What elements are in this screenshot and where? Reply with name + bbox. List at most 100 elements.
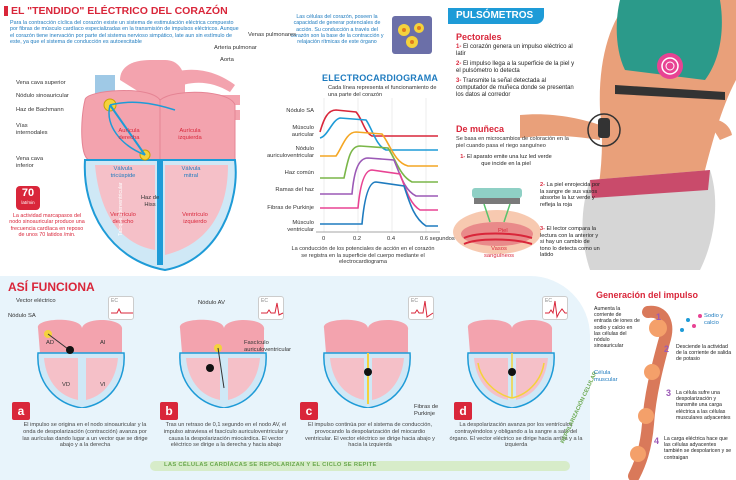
label-vector: Vector eléctrico: [16, 298, 56, 304]
pectorales-num-2: 2-: [456, 61, 462, 67]
label-valvula-tricuspide: Válvula tricúspide: [110, 166, 136, 179]
mini-heart-a: [37, 319, 125, 408]
label-ventriculo-derecho: Ventrículo derecho: [110, 212, 136, 225]
label-vi: VI: [100, 382, 106, 388]
ecg-row-sa: Nódulo SA: [286, 108, 314, 114]
ecg-row-ramas: Ramas del haz: [275, 187, 314, 193]
gen-badge-2: 2: [664, 344, 670, 354]
step-a-text: El impulso se origina en el nodo sinoaur…: [22, 422, 148, 449]
label-arteria-pulmonar: Arteria pulmonar: [214, 45, 257, 51]
label-vena-cava-superior: Vena cava superior: [16, 80, 66, 86]
step-c-letter: c: [300, 402, 318, 420]
step-c-text: El impulso continúa por el sistema de co…: [305, 422, 435, 449]
muneca-item-3: 3- El lector compara la lectura con la a…: [540, 226, 600, 259]
ecg-row-haz-comun: Haz común: [284, 170, 314, 176]
gen-badge-1: 1: [656, 312, 662, 322]
muneca-num-3: 3-: [540, 226, 545, 232]
ecg-trace-ventricular: [320, 181, 438, 227]
label-valvula-mitral: Válvula mitral: [181, 166, 201, 179]
label-ai: AI: [100, 340, 106, 346]
label-fibras: Fibras de Purkinje: [414, 404, 439, 417]
ecg-row-auricular: Músculo auricular: [291, 125, 314, 138]
label-nodulo-sa: Nódulo SA: [8, 313, 36, 319]
gen-badge-4: 4: [654, 436, 660, 446]
ecg-trace-haz: [320, 145, 438, 183]
label-aorta: Aorta: [220, 57, 234, 63]
ec-label-d: EC: [545, 298, 552, 304]
pulse-title-bar: PULSÓMETROS: [448, 8, 544, 24]
label-nodulo-sinoauricular: Nódulo sinoauricular: [16, 93, 69, 99]
ecg-title: ELECTROCARDIOGRAMA: [322, 73, 439, 83]
label-venas-pulmonares: Venas pulmonares: [248, 32, 297, 38]
muneca-heading: De muñeca: [456, 124, 505, 134]
ec-label-b: EC: [261, 298, 268, 304]
pectorales-num-1: 1-: [456, 44, 462, 50]
pectorales-item-2: 2- El impulso llega a la superficie de l…: [456, 61, 576, 75]
ecg-trace-purkinje: [320, 169, 438, 211]
ecg-tick-04: 0.4: [387, 236, 396, 242]
label-vasos: Vasos sanguíneos: [484, 246, 514, 259]
label-nodulo-av: Nódulo AV: [198, 300, 225, 306]
asi-title: ASÍ FUNCIONA: [8, 280, 95, 294]
muneca-text-3: El lector compara la lectura con la ante…: [540, 226, 600, 259]
muneca-desc: Se basa en microcambios de coloración en…: [456, 136, 569, 149]
label-fasciculo: Fascículo auriculoventricular: [244, 340, 292, 353]
gen-text-3: La célula sufre una despolarización y tr…: [676, 390, 731, 421]
ecg-trace-sa: [319, 109, 438, 137]
step-b-letter: b: [160, 402, 178, 420]
gen-text-1: Aumenta la corriente de entrada de iones…: [594, 306, 640, 350]
cells-note-text: Las células del corazón, poseen la capac…: [290, 14, 384, 46]
repol-bottom-text: LAS CÉLULAS CARDÍACAS SE REPOLARIZAN Y E…: [164, 462, 377, 468]
label-ad: AD: [46, 340, 55, 346]
gen-badge-3: 3: [666, 388, 672, 398]
pectorales-num-3: 3-: [456, 78, 462, 84]
pectorales-item-3: 3- Transmite la señal detectada al compu…: [456, 78, 576, 99]
step-d-letter: d: [454, 402, 472, 420]
title-accent: [4, 6, 8, 16]
label-auricula-derecha: Aurícula derecha: [118, 128, 140, 141]
runner-figure: [520, 0, 736, 270]
label-celula: Célula muscular: [594, 370, 618, 383]
gen-text-4: La carga eléctrica hace que las células …: [664, 436, 732, 461]
pectorales-list: 1- El corazón genera un impulso eléctric…: [456, 44, 576, 99]
heart-diagram: [81, 60, 240, 272]
label-piel: Piel: [498, 228, 508, 234]
ecg-tick-02: 0.2: [353, 236, 362, 242]
label-auricula-izquierda: Aurícula izquierda: [178, 128, 202, 141]
ec-graph-d: EC: [542, 296, 568, 320]
gen-text-2: Desciende la actividad de la corriente d…: [676, 344, 732, 363]
cell-chain-graphic: [628, 305, 702, 480]
ecg-desc: Cada línea representa el funcionamiento …: [328, 85, 437, 98]
heart-rate-badge: 70 lat/min: [16, 186, 40, 210]
ecg-trace-ramas: [320, 157, 438, 197]
label-ventriculo-izquierdo: Ventrículo izquierdo: [182, 212, 208, 225]
label-vias-internodales: Vías internodales: [16, 123, 48, 136]
ecg-row-av: Nódulo auriculoventricular: [266, 146, 314, 159]
cells-graphic-icon: [398, 23, 424, 48]
label-haz-his: Haz de Hiss: [140, 195, 160, 208]
gen-item-1: 1Aumenta la corriente de entrada de ione…: [594, 306, 640, 349]
step-a-letter: a: [12, 402, 30, 420]
mini-heart-b: [179, 319, 267, 408]
pectorales-text-3: Transmite la señal detectada al computad…: [456, 78, 574, 98]
page-title: EL "TENDIDO" ELÉCTRICO DEL CORAZÓN: [11, 5, 228, 17]
ecg-trace-auricular: [319, 117, 438, 151]
label-tabique: Tabique interventricular: [118, 182, 124, 236]
ec-label-a: EC: [111, 298, 118, 304]
cell-icon: [392, 16, 432, 54]
step-d-text: La despolarización avanza por los ventrí…: [449, 422, 583, 449]
pectorales-heading: Pectorales: [456, 32, 502, 42]
ec-graph-b: EC: [258, 296, 284, 320]
gen-title: Generación del impulso: [596, 290, 699, 300]
step-b-text: Tras un retraso de 0,1 segundo en el nod…: [163, 422, 289, 449]
mini-heart-c: [323, 319, 411, 408]
pectorales-text-2: El impulso llega a la superficie de la p…: [456, 61, 575, 74]
ec-graph-c: EC: [408, 296, 434, 320]
ec-graph-a: EC: [108, 296, 134, 320]
ecg-row-purkinje: Fibras de Purkinje: [267, 205, 314, 211]
heart-rate-text: La actividad marcapasos del nodo sinoaur…: [9, 213, 85, 239]
ecg-row-ventricular: Músculo ventricular: [287, 220, 314, 233]
ecg-tick-0: 0: [322, 236, 326, 242]
ecg-trace-av: [320, 131, 438, 167]
ecg-chart: [316, 98, 440, 233]
